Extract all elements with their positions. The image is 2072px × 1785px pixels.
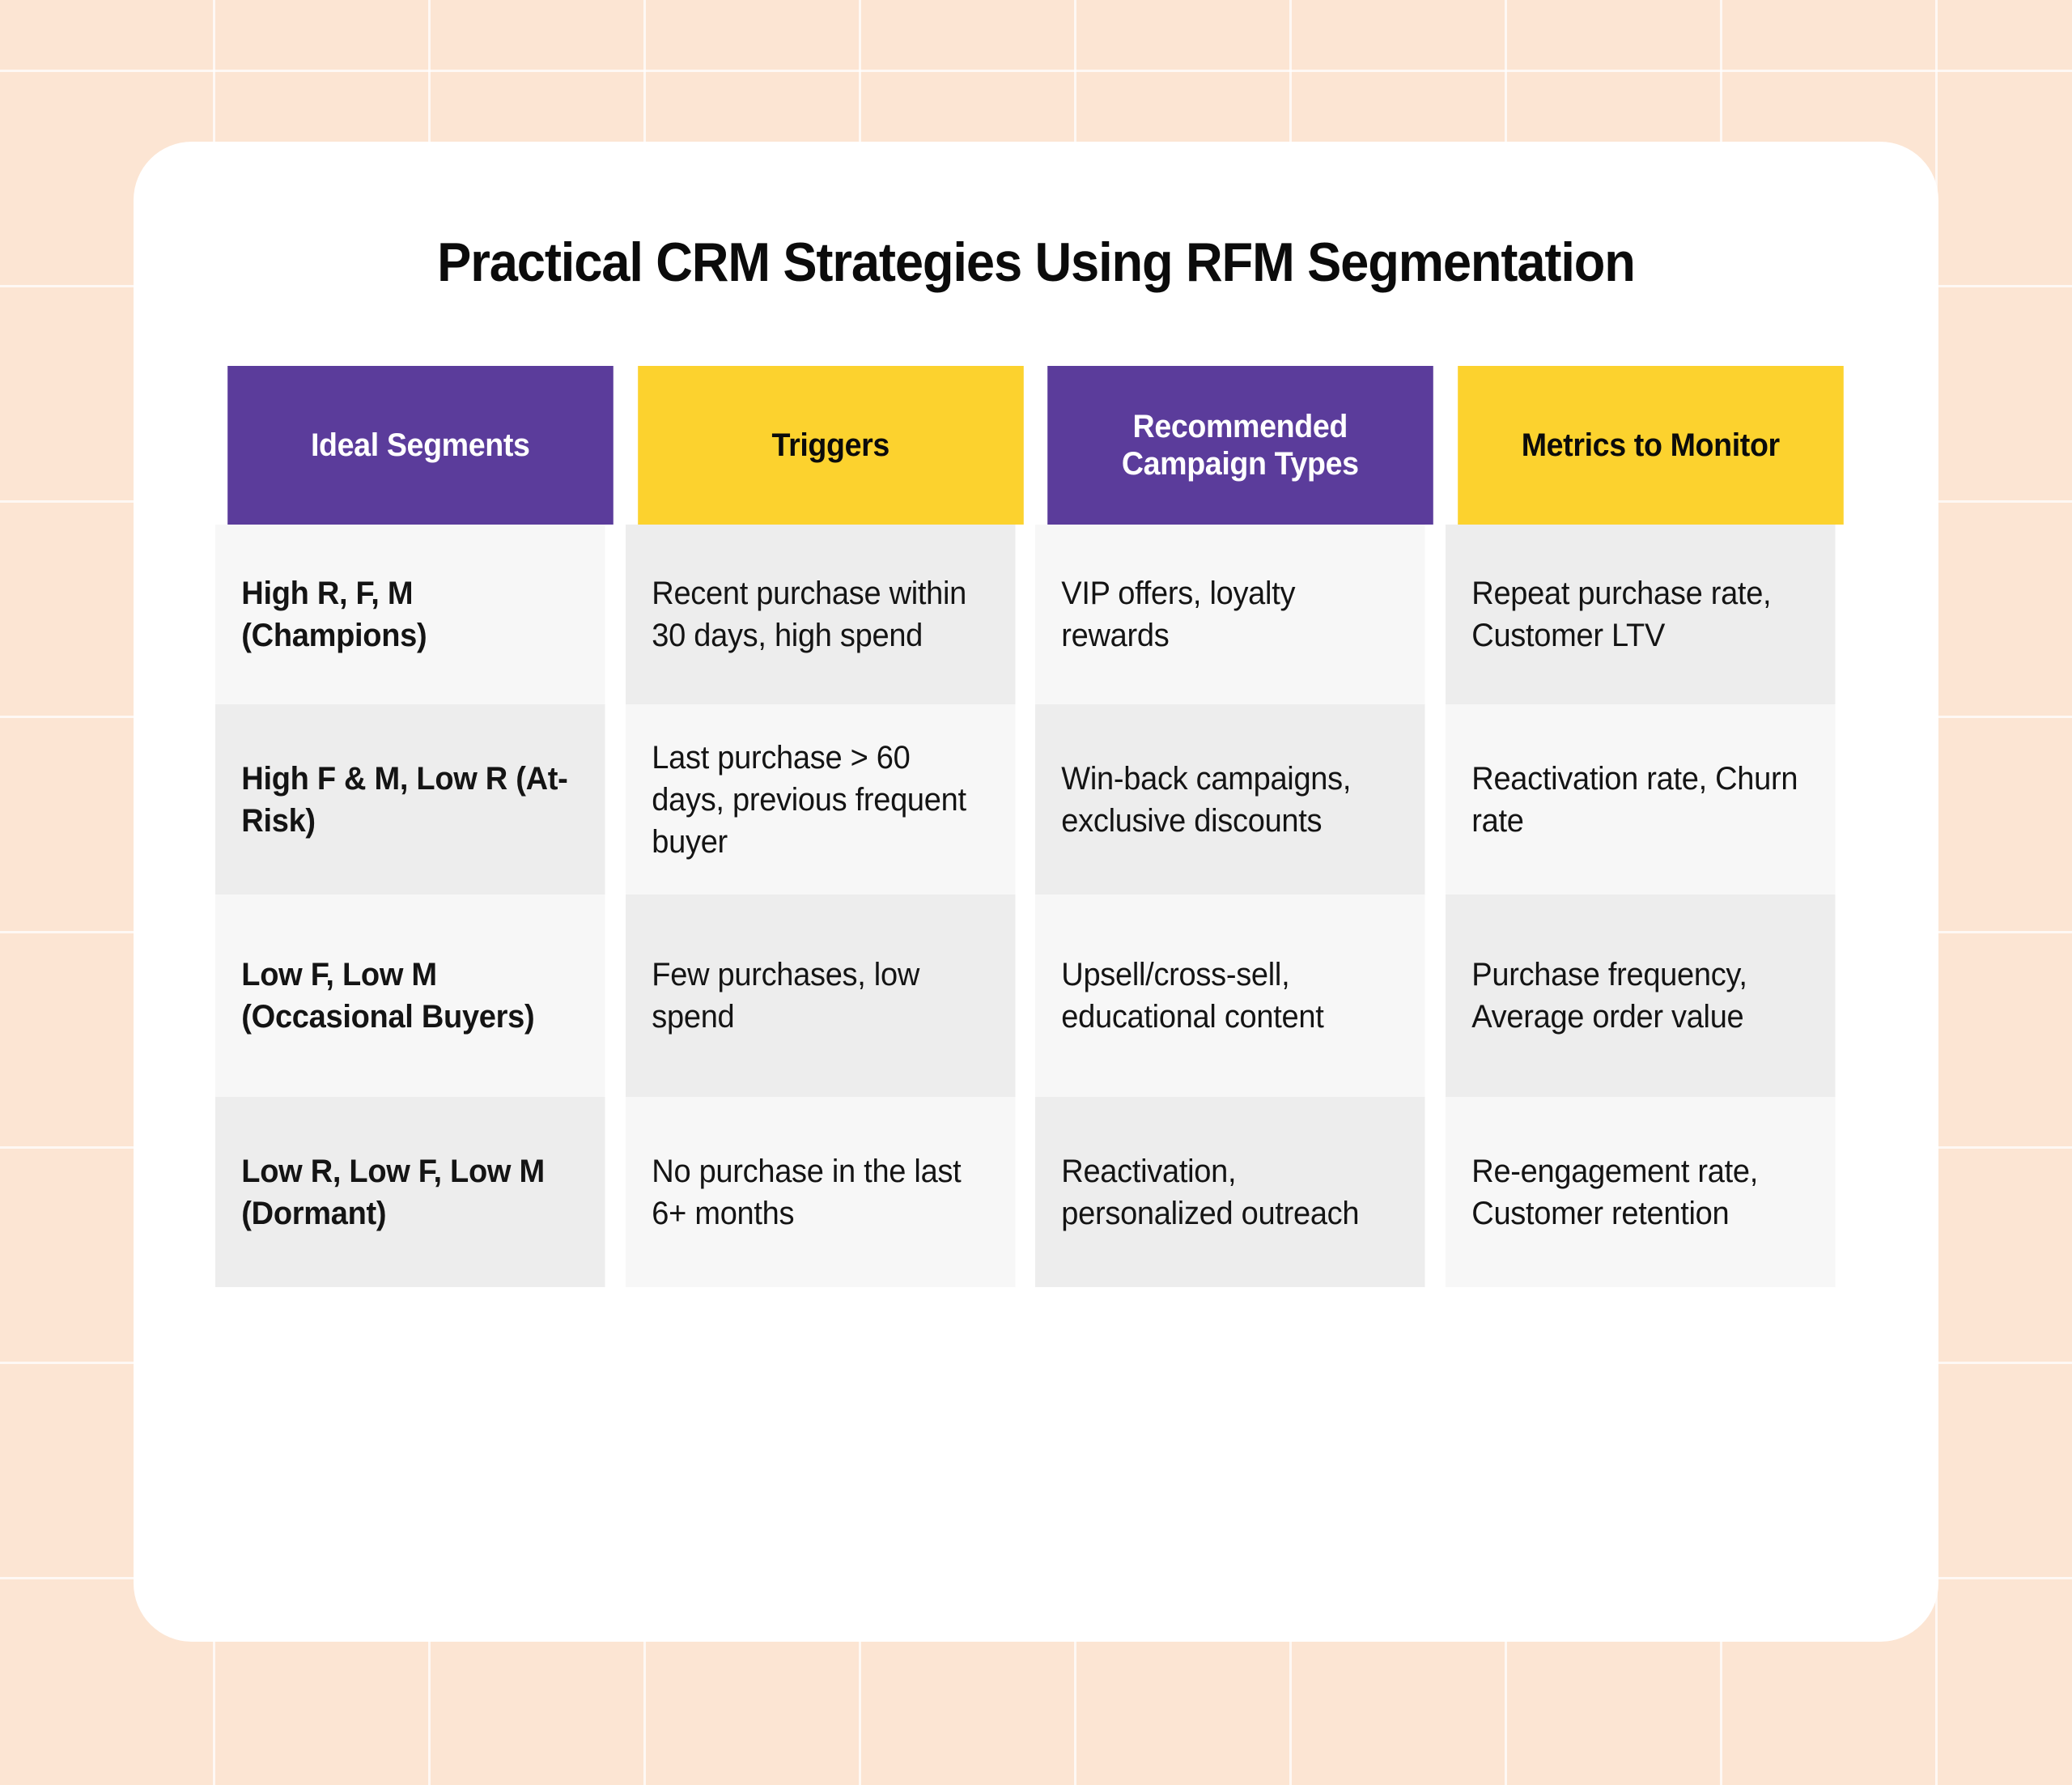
cell-campaign: Upsell/cross-sell, educational content	[1035, 895, 1425, 1097]
cell-campaign: VIP offers, loyalty rewards	[1035, 525, 1425, 704]
cell-campaign: Win-back campaigns, exclusive discounts	[1035, 704, 1425, 895]
cell-segment: High R, F, M (Champions)	[215, 525, 605, 704]
cell-metrics: Purchase frequency, Average order value	[1445, 895, 1835, 1097]
page-title: Practical CRM Strategies Using RFM Segme…	[437, 232, 1636, 293]
column-header-metrics-to-monitor: Metrics to Monitor	[1457, 366, 1843, 525]
table-header-row: Ideal Segments Triggers Recommended Camp…	[215, 366, 1855, 525]
cell-metrics: Re-engagement rate, Customer retention	[1445, 1097, 1835, 1287]
cell-metrics: Repeat purchase rate, Customer LTV	[1445, 525, 1835, 704]
rfm-strategy-table: Ideal Segments Triggers Recommended Camp…	[215, 366, 1855, 1287]
cell-segment: High F & M, Low R (At-Risk)	[215, 704, 605, 895]
cell-campaign: Reactivation, personalized outreach	[1035, 1097, 1425, 1287]
table-row: Low F, Low M (Occasional Buyers) Few pur…	[215, 895, 1855, 1097]
column-header-recommended-campaign-types: Recommended Campaign Types	[1047, 366, 1433, 525]
table-row: Low R, Low F, Low M (Dormant) No purchas…	[215, 1097, 1855, 1287]
table-row: High R, F, M (Champions) Recent purchase…	[215, 525, 1855, 704]
column-header-ideal-segments: Ideal Segments	[227, 366, 614, 525]
cell-trigger: Last purchase > 60 days, previous freque…	[625, 704, 1015, 895]
cell-trigger: No purchase in the last 6+ months	[625, 1097, 1015, 1287]
table-row: High F & M, Low R (At-Risk) Last purchas…	[215, 704, 1855, 895]
column-header-triggers: Triggers	[637, 366, 1023, 525]
cell-trigger: Recent purchase within 30 days, high spe…	[625, 525, 1015, 704]
cell-segment: Low F, Low M (Occasional Buyers)	[215, 895, 605, 1097]
cell-metrics: Reactivation rate, Churn rate	[1445, 704, 1835, 895]
cell-segment: Low R, Low F, Low M (Dormant)	[215, 1097, 605, 1287]
cell-trigger: Few purchases, low spend	[625, 895, 1015, 1097]
content-card: Practical CRM Strategies Using RFM Segme…	[134, 142, 1938, 1642]
